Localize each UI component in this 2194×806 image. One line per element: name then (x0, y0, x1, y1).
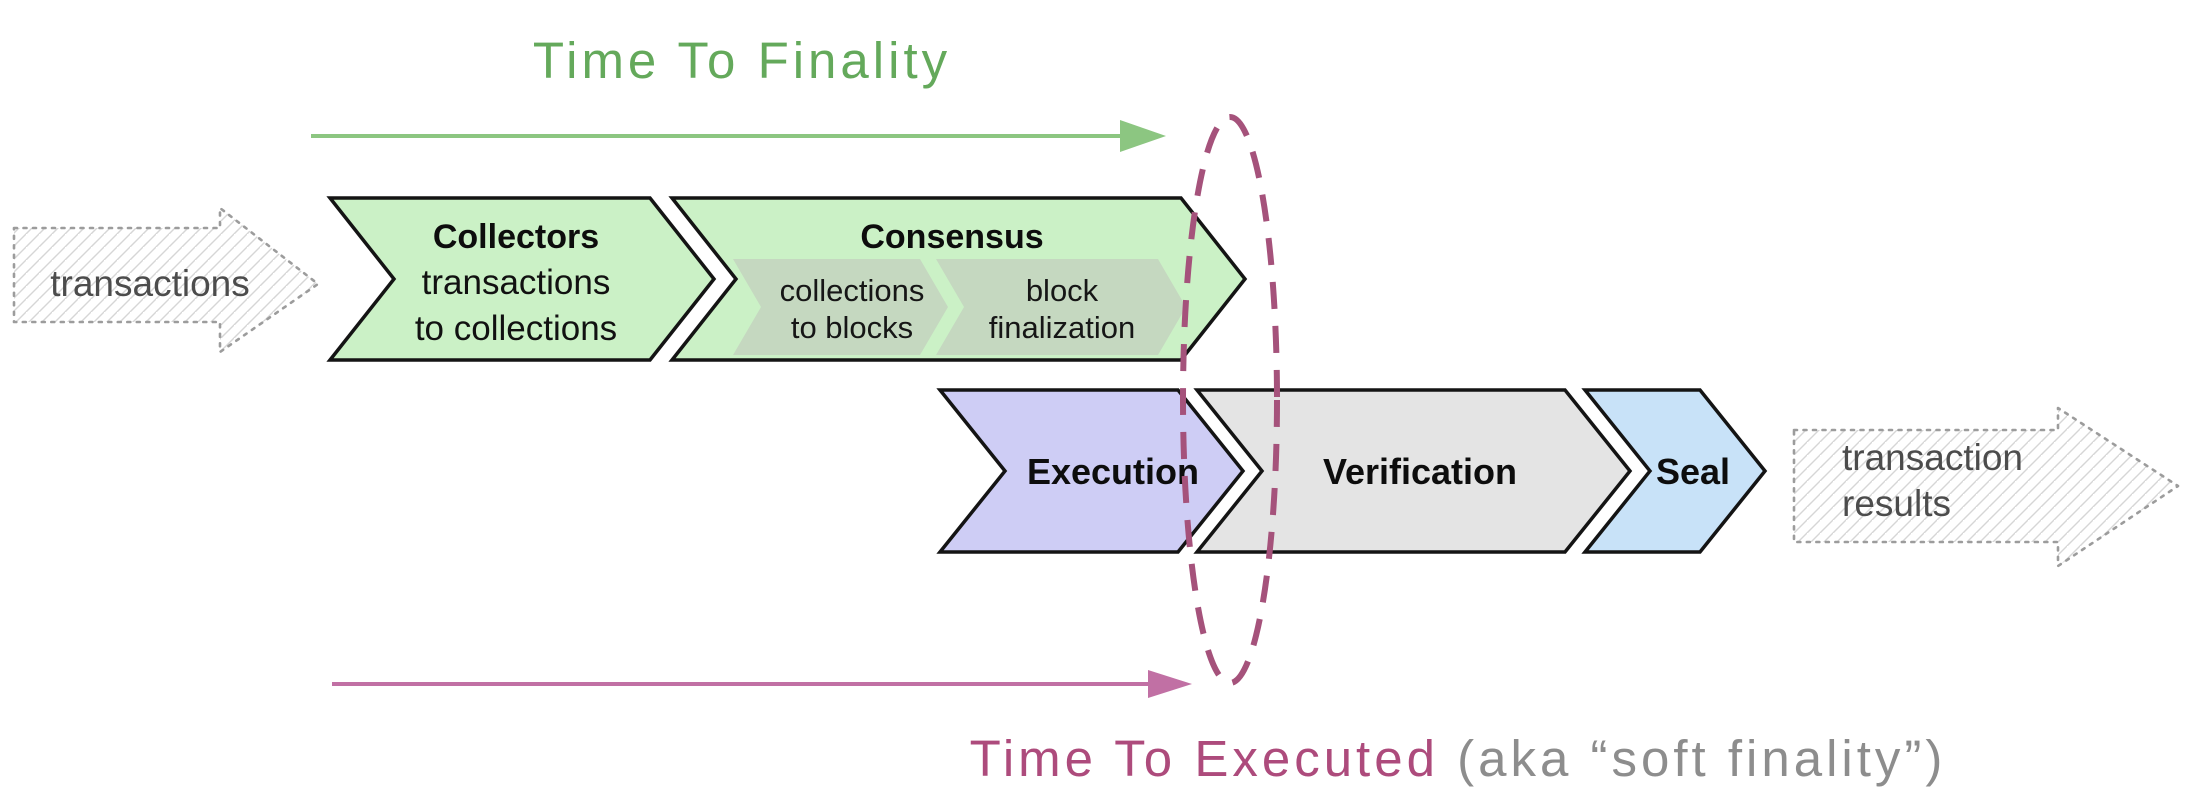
stage-collectors-line1: transactions (422, 263, 611, 302)
stage-consensus: Consensus collections to blocks block fi… (668, 196, 1248, 362)
input-transactions-arrow: transactions (12, 206, 320, 354)
time-to-finality-label: Time To Finality (533, 32, 951, 89)
executed-arrowhead-icon (1148, 670, 1192, 698)
stage-consensus-title: Consensus (860, 218, 1043, 256)
output-results-label-line2: results (1842, 483, 1951, 524)
finality-timeline-arrow (311, 120, 1166, 152)
substep-collections-line2: to blocks (791, 310, 913, 345)
stage-collectors-line2: to collections (415, 309, 617, 348)
stage-collectors-chevron (326, 196, 717, 362)
stage-collectors-title: Collectors (433, 218, 599, 256)
stage-execution-chevron (936, 388, 1246, 554)
stage-seal-chevron (1581, 388, 1768, 554)
stage-execution: Execution (936, 388, 1246, 554)
stage-seal: Seal (1581, 388, 1768, 554)
input-transactions-label: transactions (50, 263, 250, 304)
input-arrow-shape (12, 206, 320, 354)
stage-execution-title: Execution (1027, 451, 1199, 492)
stage-verification: Verification (1193, 388, 1633, 554)
substep-block-finalization-chevron (936, 259, 1186, 355)
execution-cutoff-ellipse (1180, 114, 1280, 686)
output-results-label-line1: transaction (1842, 437, 2023, 478)
time-to-executed-primary: Time To Executed (970, 730, 1439, 787)
time-to-executed-secondary: (aka “soft finality”) (1457, 730, 1946, 787)
substep-finalization-line1: block (1026, 273, 1099, 308)
stage-verification-title: Verification (1323, 451, 1517, 492)
stage-seal-title: Seal (1656, 451, 1730, 492)
output-results-arrow: transaction results (1792, 406, 2180, 568)
substep-collections-line1: collections (780, 273, 925, 308)
executed-timeline-arrow (332, 670, 1192, 698)
substep-collections-to-blocks-chevron (733, 259, 948, 355)
time-to-executed-label: Time To Executed (aka “soft finality”) (970, 730, 1947, 787)
output-arrow-shape (1792, 406, 2180, 568)
finality-arrowhead-icon (1120, 120, 1166, 152)
stage-collectors: Collectors transactions to collections (326, 196, 717, 362)
stage-verification-chevron (1193, 388, 1633, 554)
substep-finalization-line2: finalization (989, 310, 1135, 345)
